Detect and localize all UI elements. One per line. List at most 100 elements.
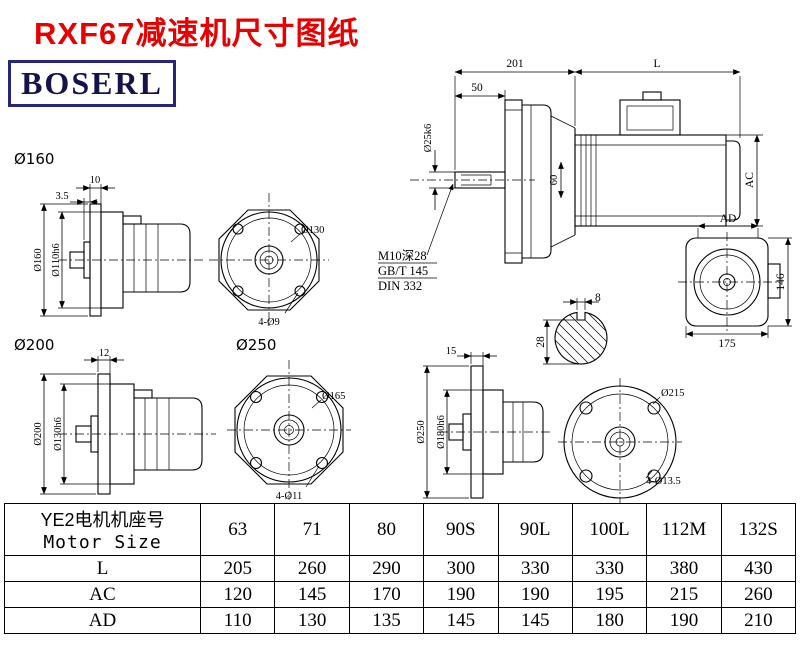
- reducer-side-outline-200: [58, 373, 216, 495]
- motor-size-label-en: Motor Size: [43, 532, 162, 553]
- output-shaft: [410, 171, 535, 189]
- col-header-80: 80: [348, 503, 425, 556]
- col-header-71: 71: [274, 503, 350, 556]
- dim-label: Ø25k6: [423, 124, 434, 153]
- cell-AD-90L: 145: [497, 607, 573, 634]
- dim-label: AD: [720, 213, 737, 225]
- caption-flange-250: Ø250: [236, 336, 277, 354]
- front-view-200-drawing: Ø165 4-Ø11: [227, 360, 351, 502]
- dim-label: 50: [471, 82, 483, 94]
- cell-AC-90L: 190: [497, 581, 573, 608]
- keyway-section-drawing: 8 28: [535, 292, 608, 365]
- side-view-200-drawing: 12 Ø200 Ø130h6: [33, 348, 216, 495]
- col-header-63: 63: [199, 503, 276, 556]
- main-assembly-drawing: 201 L 50 Ø25k6 60 AC M10深28 GB/T 145 DIN…: [378, 58, 763, 293]
- cell-L-100L: 330: [571, 555, 648, 582]
- dim-label: Ø130: [301, 225, 324, 236]
- cell-AD-63: 110: [199, 607, 276, 634]
- col-header-112M: 112M: [646, 503, 722, 556]
- labels-front-160: Ø130 4-Ø9: [258, 225, 324, 328]
- dims-motor-end: AD 146 175: [685, 213, 792, 350]
- col-header-100L: 100L: [571, 503, 648, 556]
- thread-notes: M10深28 GB/T 145 DIN 332: [378, 183, 454, 293]
- cell-L-80: 290: [348, 555, 425, 582]
- reducer-side-outline-160: [58, 203, 206, 317]
- cell-L-63: 205: [199, 555, 276, 582]
- cell-AD-100L: 180: [571, 607, 648, 634]
- dim-label: L: [653, 58, 660, 70]
- cell-AD-90S: 145: [423, 607, 499, 634]
- boserl-logo: BOSERL: [8, 60, 176, 107]
- cell-AC-63: 120: [199, 581, 276, 608]
- dim-label: Ø110h6: [51, 243, 62, 276]
- labels-front-200: Ø165 4-Ø11: [276, 391, 346, 502]
- cell-AD-132S: 210: [720, 607, 797, 634]
- front-view-250-drawing: Ø215 4-Ø13.5: [558, 378, 684, 504]
- motor-size-label-cn: YE2电机机座号: [40, 510, 165, 530]
- note-label: GB/T 145: [378, 264, 428, 278]
- cell-AC-80: 170: [348, 581, 425, 608]
- dims-main: 201 L 50 Ø25k6 60 AC: [423, 58, 763, 227]
- gearbox-housing: [504, 99, 576, 264]
- table-row-AC: AC 120 145 170 190 190 195 215 260: [4, 581, 797, 608]
- dim-label: Ø250: [416, 420, 427, 443]
- cell-AC-90S: 190: [423, 581, 499, 608]
- side-view-160-drawing: 10 3.5 Ø160 Ø110h6: [33, 175, 206, 317]
- cell-L-132S: 430: [720, 555, 797, 582]
- labels-front-250: Ø215 4-Ø13.5: [645, 388, 684, 487]
- dim-label: AC: [744, 172, 756, 188]
- dim-label: 28: [535, 336, 547, 348]
- dim-label: Ø180h6: [436, 415, 447, 449]
- dim-label: 15: [446, 346, 457, 357]
- cell-AC-100L: 195: [571, 581, 648, 608]
- dim-label: Ø165: [322, 391, 345, 402]
- row-label-L: L: [4, 555, 201, 582]
- note-label: DIN 332: [378, 279, 422, 293]
- cell-AC-112M: 215: [646, 581, 722, 608]
- cell-AC-71: 145: [274, 581, 350, 608]
- motor-size-header-cell: YE2电机机座号 Motor Size: [4, 503, 201, 556]
- caption-flange-200: Ø200: [14, 336, 55, 354]
- caption-flange-160: Ø160: [14, 150, 55, 168]
- dim-label: 4-Ø13.5: [646, 476, 681, 487]
- cell-AD-80: 135: [348, 607, 425, 634]
- dimension-table: YE2电机机座号 Motor Size 63 71 80 90S 90L 100…: [4, 503, 797, 634]
- cell-AD-71: 130: [274, 607, 350, 634]
- flange-face-200: [227, 360, 351, 500]
- note-label: M10深28: [378, 249, 427, 263]
- dim-label: 8: [595, 292, 601, 304]
- side-view-250-drawing: 15 Ø250 Ø180h6: [416, 346, 551, 499]
- dim-label: Ø130h6: [53, 417, 64, 451]
- dim-label: Ø160: [33, 248, 44, 271]
- cell-L-71: 260: [274, 555, 350, 582]
- flange-face-160: [209, 193, 329, 327]
- table-row-L: L 205 260 290 300 330 330 380 430: [4, 555, 797, 582]
- motor-end-view-drawing: AD 146 175: [678, 213, 792, 350]
- dim-label: Ø200: [33, 422, 44, 445]
- col-header-90L: 90L: [497, 503, 573, 556]
- dim-label: 4-Ø11: [276, 491, 302, 502]
- dim-label: 201: [506, 58, 524, 70]
- dims-keyway: 8 28: [535, 292, 601, 365]
- dims-side-200: 12 Ø200 Ø130h6: [33, 348, 124, 495]
- dims-side-250: 15 Ø250 Ø180h6: [416, 346, 497, 499]
- dim-label: 3.5: [55, 191, 68, 202]
- cell-L-112M: 380: [646, 555, 722, 582]
- motor-body: [574, 91, 741, 227]
- table-row-AD: AD 110 130 135 145 145 180 190 210: [4, 607, 797, 634]
- row-label-AD: AD: [4, 607, 201, 634]
- dim-label: Ø215: [661, 388, 684, 399]
- cell-L-90S: 300: [423, 555, 499, 582]
- dim-label: 12: [99, 348, 110, 359]
- row-label-AC: AC: [4, 581, 201, 608]
- reducer-side-outline-250: [439, 365, 551, 499]
- dim-label: 60: [549, 175, 560, 186]
- cell-L-90L: 330: [497, 555, 573, 582]
- motor-end-outline: [678, 232, 781, 334]
- dim-label: 146: [775, 273, 787, 291]
- cell-AD-112M: 190: [646, 607, 722, 634]
- front-view-160-drawing: Ø130 4-Ø9: [209, 193, 329, 328]
- dim-label: 175: [718, 338, 736, 350]
- page-title: RXF67减速机尺寸图纸: [34, 16, 360, 51]
